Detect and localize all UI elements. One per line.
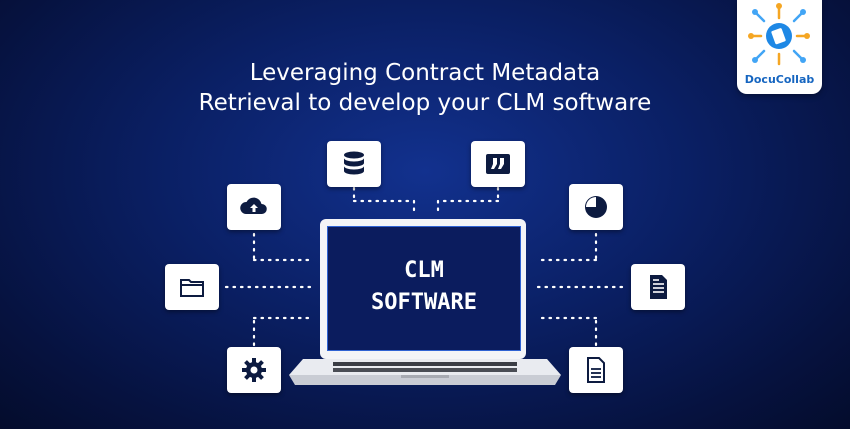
- page-title: Leveraging Contract Metadata Retrieval t…: [0, 58, 850, 118]
- screen-label: CLM SOFTWARE: [327, 255, 521, 319]
- gear-card[interactable]: [227, 347, 281, 393]
- screen-line-2: SOFTWARE: [371, 290, 477, 315]
- gear-icon: [242, 358, 266, 382]
- screen-line-1: CLM: [404, 258, 444, 283]
- title-line-2: Retrieval to develop your CLM software: [198, 90, 652, 116]
- document-lines-icon: [650, 275, 667, 299]
- logo-mark-icon: [748, 3, 810, 66]
- pie-chart-card[interactable]: [569, 184, 623, 230]
- quote-card[interactable]: [471, 141, 525, 187]
- folder-icon: [180, 279, 204, 297]
- title-line-1: Leveraging Contract Metadata: [249, 60, 601, 86]
- quote-icon: [486, 154, 510, 174]
- database-card[interactable]: [327, 141, 381, 187]
- document-card[interactable]: [631, 264, 685, 310]
- file-text-card[interactable]: [569, 347, 623, 393]
- laptop-base: [289, 359, 561, 385]
- docucollab-logo[interactable]: DocuCollab: [737, 0, 822, 94]
- cloud-upload-card[interactable]: [227, 184, 281, 230]
- pie-chart-icon: [585, 196, 607, 218]
- cloud-upload-icon: [240, 197, 267, 214]
- logo-label: DocuCollab: [744, 73, 815, 86]
- folder-card[interactable]: [165, 264, 219, 310]
- database-icon: [344, 151, 364, 175]
- laptop-display: [327, 226, 521, 351]
- file-text-icon: [587, 357, 605, 383]
